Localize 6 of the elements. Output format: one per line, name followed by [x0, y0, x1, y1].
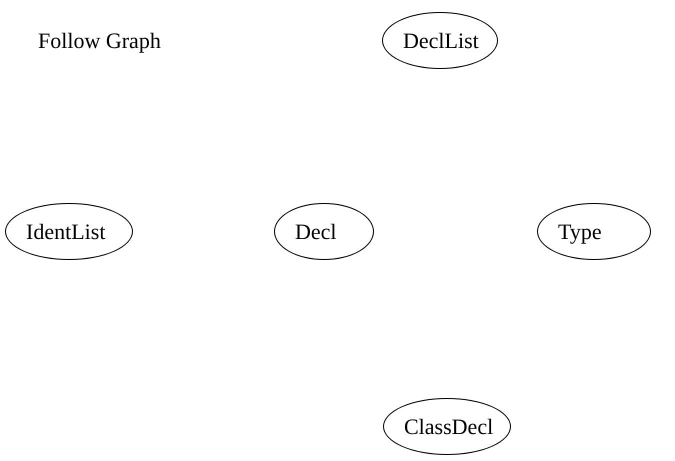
terminal-node: Decl: [274, 203, 374, 260]
diagram-title: Follow Graph: [38, 30, 161, 52]
terminal-node: ClassDecl: [383, 398, 511, 455]
terminal-node: IdentList: [5, 203, 133, 260]
terminal-node: Type: [537, 203, 651, 260]
terminal-node: DeclList: [382, 12, 498, 69]
